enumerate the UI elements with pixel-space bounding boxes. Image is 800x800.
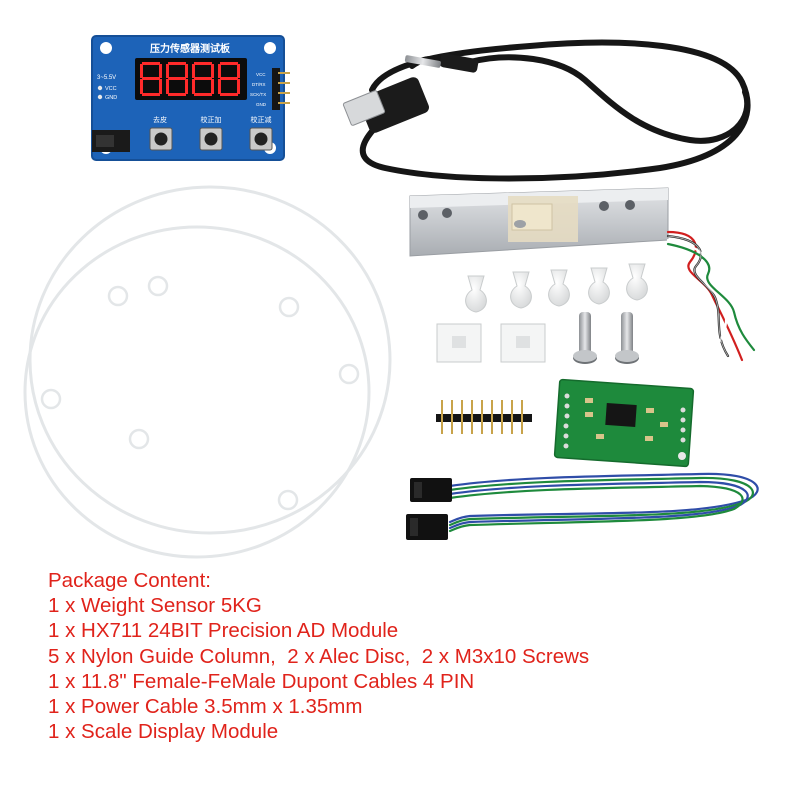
package-item: 1 x Power Cable 3.5mm x 1.35mm (48, 695, 363, 719)
load-cell-wires (666, 230, 756, 362)
package-heading: Package Content: (48, 569, 211, 592)
button-label: 去皮 (153, 115, 167, 124)
spacer-block (500, 323, 546, 363)
button-label: 校正加 (201, 115, 222, 124)
mounting-hole (264, 42, 276, 54)
package-item: 1 x Scale Display Module (48, 720, 279, 744)
tact-button (149, 127, 173, 151)
nylon-guide-column (626, 263, 648, 301)
pin-label-vcc: VCC (105, 86, 117, 92)
package-item: 1 x HX711 24BIT Precision AD Module (48, 619, 399, 643)
button-label: 校正减 (251, 115, 272, 124)
header-pin-label: VCC (256, 72, 266, 77)
package-item: 5 x Nylon Guide Column, 2 x Alec Disc, 2… (48, 644, 590, 668)
dupont-cable (448, 472, 759, 533)
dupont-connector (410, 478, 452, 502)
led-digits-graphic (140, 62, 240, 96)
m3-screw (573, 312, 597, 364)
pin-label-gnd: GND (105, 95, 117, 101)
dc-plug (404, 53, 479, 73)
package-item: 1 x 11.8" Female-FeMale Dupont Cables 4 … (48, 669, 475, 693)
tact-button (249, 127, 273, 151)
nylon-guide-column (548, 269, 570, 307)
package-content-list: Package Content: 1 x Weight Sensor 5KG 1… (48, 568, 788, 744)
header-pin-label: GND (256, 102, 267, 107)
spacer-block (436, 323, 482, 363)
small-ring (40, 275, 360, 511)
module-title: 压力传感器测试板 (150, 42, 231, 55)
m3-screw (615, 312, 639, 364)
nylon-guide-column (510, 271, 532, 309)
voltage-label: 3~5.5V (97, 75, 116, 81)
package-item: 1 x Weight Sensor 5KG (48, 594, 262, 618)
dupont-connector (406, 514, 448, 540)
mounting-hole (100, 42, 112, 54)
tact-button (199, 127, 223, 151)
pin-header (272, 68, 280, 110)
usb-plug (342, 77, 429, 133)
nylon-guide-column (588, 267, 610, 305)
hx711-module (553, 378, 695, 468)
weight-sensor-load-cell (409, 187, 669, 257)
scale-display-module: 压力传感器测试板 3~5.5V VCC GND VCC DT/RX SCK/TX… (91, 35, 290, 161)
header-pin-label: DT/RX (252, 82, 266, 87)
pin-header-strip (436, 400, 532, 434)
alec-disc-rings (23, 185, 392, 559)
nylon-guide-column (465, 275, 487, 313)
header-pin-label: SCK/TX (250, 92, 266, 97)
